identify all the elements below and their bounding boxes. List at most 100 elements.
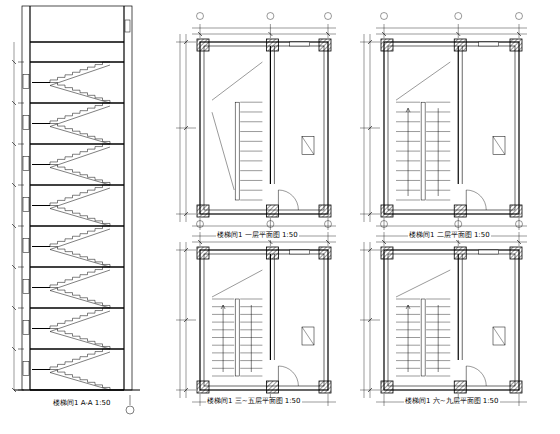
- drawing-line: [95, 64, 103, 65]
- drawing-line: [212, 62, 262, 100]
- drawing-line: [396, 62, 450, 100]
- drawing-line: [95, 269, 103, 270]
- drawing-line: [240, 190, 262, 191]
- drawing-line: [110, 141, 111, 144]
- drawing-line: [73, 236, 81, 237]
- drawing-line: [73, 213, 81, 214]
- drawing-line: [65, 238, 73, 239]
- drawing-line: [50, 284, 58, 285]
- drawing-line: [80, 133, 88, 134]
- drawing-line: [32, 123, 50, 124]
- drawing-rect: [266, 205, 278, 217]
- drawing-line: [519, 24, 520, 38]
- drawing-rect: [510, 39, 522, 51]
- drawing-line: [18, 349, 24, 350]
- drawing-line: [519, 394, 520, 406]
- drawing-line: [80, 92, 88, 93]
- plan-view: [360, 221, 527, 407]
- drawing-rect: [381, 247, 393, 259]
- axis-bubble: [455, 13, 462, 20]
- drawing-line: [326, 240, 330, 244]
- drawing-line: [58, 200, 66, 201]
- drawing-line: [80, 110, 88, 111]
- axis-bubble: [267, 221, 274, 228]
- drawing-line: [72, 293, 73, 296]
- drawing-line: [408, 108, 409, 196]
- drawing-line: [30, 61, 124, 62]
- drawing-rect: [388, 254, 515, 386]
- drawing-rect: [319, 247, 331, 259]
- drawing-line: [87, 298, 88, 301]
- drawing-rect: [302, 327, 314, 345]
- drawing-line: [95, 259, 96, 262]
- drawing-line: [65, 239, 66, 242]
- drawing-line: [65, 126, 66, 129]
- drawing-line: [18, 267, 24, 268]
- door-swing: [466, 190, 486, 210]
- drawing-line: [65, 279, 73, 280]
- drawing-rect: [290, 250, 310, 254]
- drawing-line: [103, 264, 111, 265]
- drawing-line: [58, 126, 66, 127]
- drawing-line: [50, 285, 51, 288]
- drawing-line: [57, 159, 58, 162]
- drawing-line: [328, 24, 329, 38]
- drawing-line: [200, 394, 201, 406]
- drawing-line: [65, 251, 73, 252]
- drawing-line: [72, 170, 73, 173]
- drawing-line: [72, 334, 73, 337]
- drawing-line: [95, 228, 103, 229]
- drawing-line: [80, 379, 88, 380]
- drawing-line: [65, 280, 66, 283]
- drawing-line: [50, 367, 51, 370]
- drawing-line: [384, 218, 385, 230]
- drawing-line: [50, 250, 110, 268]
- drawing-line: [80, 295, 81, 298]
- drawing-line: [328, 394, 329, 406]
- drawing-line: [50, 188, 110, 209]
- drawing-line: [50, 287, 58, 288]
- view-title: 楼梯间1 二层平面图 1:50: [408, 232, 491, 240]
- drawing-line: [73, 254, 81, 255]
- drawing-line: [80, 356, 88, 357]
- drawing-line: [192, 242, 336, 243]
- axis-bubble: [126, 406, 134, 414]
- drawing-line: [80, 233, 88, 234]
- drawing-line: [88, 354, 96, 355]
- drawing-line: [73, 90, 81, 91]
- drawing-line: [95, 229, 96, 232]
- drawing-line: [72, 88, 73, 91]
- drawing-rect: [197, 205, 209, 217]
- plan-view: [176, 13, 336, 231]
- drawing-line: [87, 108, 88, 111]
- drawing-line: [65, 75, 66, 78]
- drawing-line: [58, 85, 66, 86]
- drawing-line: [18, 185, 24, 186]
- drawing-line: [50, 243, 58, 244]
- drawing-rect: [384, 250, 519, 390]
- drawing-line: [328, 232, 329, 246]
- drawing-line: [88, 95, 96, 96]
- drawing-line: [184, 248, 188, 252]
- drawing-line: [95, 177, 96, 180]
- drawing-line: [95, 218, 96, 221]
- drawing-line: [32, 246, 50, 247]
- drawing-line: [192, 28, 336, 29]
- drawing-line: [458, 24, 459, 38]
- drawing-line: [102, 139, 103, 142]
- drawing-line: [50, 80, 51, 83]
- drawing-line: [102, 308, 103, 311]
- drawing-rect: [302, 137, 314, 155]
- drawing-line: [72, 211, 73, 214]
- drawing-rect: [510, 247, 522, 259]
- drawing-rect: [493, 137, 505, 155]
- view-title: 楼梯间1 A-A 1:50: [52, 400, 111, 408]
- drawing-line: [80, 234, 81, 237]
- drawing-line: [95, 384, 103, 385]
- drawing-line: [65, 74, 73, 75]
- drawing-line: [519, 218, 520, 230]
- view-title: 楼梯间1 六~九层平面图 1:50: [404, 398, 500, 406]
- drawing-line: [72, 113, 73, 116]
- drawing-rect: [23, 321, 29, 335]
- drawing-line: [384, 232, 385, 246]
